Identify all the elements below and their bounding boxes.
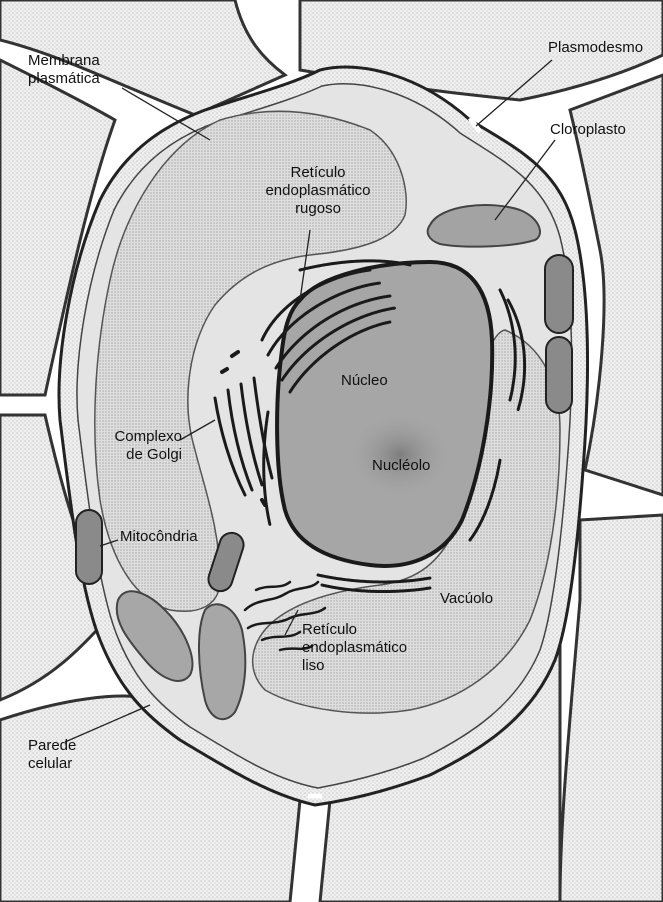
label-vacuolo: Vacúolo: [440, 590, 493, 608]
label-line: rugoso: [258, 200, 378, 218]
label-line: Parede: [28, 737, 76, 755]
label-plasmodesmo: Plasmodesmo: [548, 39, 643, 57]
label-line: liso: [302, 657, 407, 675]
label-cloroplasto: Cloroplasto: [550, 121, 626, 139]
label-line: Complexo: [90, 428, 182, 446]
mitochondrion: [76, 510, 102, 584]
label-line: endoplasmático: [258, 182, 378, 200]
label-line: plasmática: [28, 70, 100, 88]
label-line: endoplasmático: [302, 639, 407, 657]
label-mitocondria: Mitocôndria: [120, 528, 198, 546]
label-membrana-plasmatica: Membrana plasmática: [28, 52, 100, 88]
label-reticulo-rugoso: Retículo endoplasmático rugoso: [258, 164, 378, 218]
label-parede-celular: Parede celular: [28, 737, 76, 773]
label-nucleo: Núcleo: [341, 372, 388, 390]
mitochondrion: [545, 255, 573, 333]
chloroplast: [199, 604, 245, 719]
label-reticulo-liso: Retículo endoplasmático liso: [302, 621, 407, 675]
label-line: Retículo: [258, 164, 378, 182]
label-nucleolo: Nucléolo: [372, 457, 430, 475]
label-line: de Golgi: [90, 446, 182, 464]
label-line: Retículo: [302, 621, 407, 639]
nucleolus: [345, 410, 455, 500]
label-line: celular: [28, 755, 76, 773]
mitochondrion: [546, 337, 572, 413]
label-complexo-de-golgi: Complexo de Golgi: [90, 428, 182, 464]
label-line: Membrana: [28, 52, 100, 70]
